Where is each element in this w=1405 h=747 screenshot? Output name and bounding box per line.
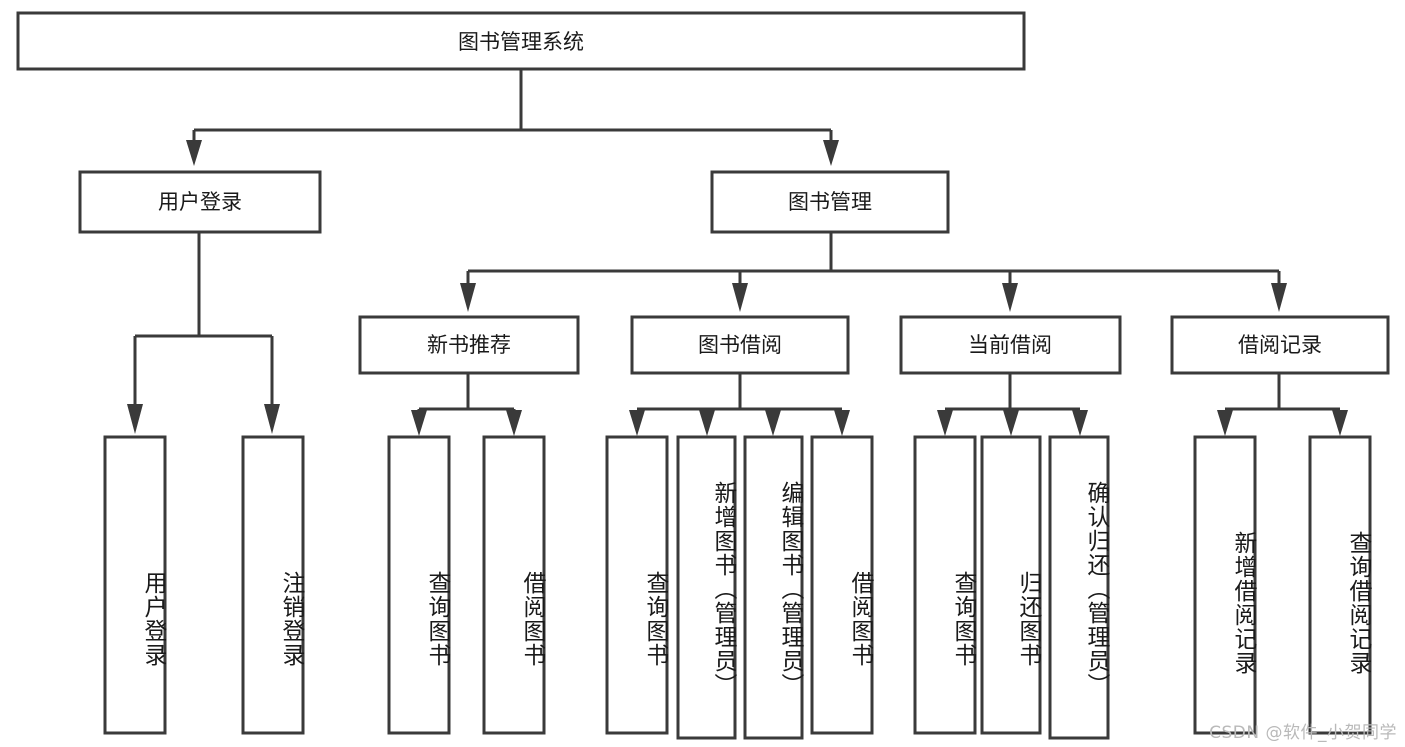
node-record[interactable]: 借阅记录 xyxy=(1170,315,1390,375)
arrowhead-leaf-11 xyxy=(1072,410,1088,436)
arrowhead-leaf-12 xyxy=(1217,410,1233,436)
edge-login-to-leaves xyxy=(127,232,280,434)
arrowhead-current xyxy=(1002,283,1018,312)
node-current-label: 当前借阅 xyxy=(968,333,1052,357)
node-leaf-12-rect[interactable] xyxy=(1193,435,1257,735)
arrowhead-leaf-1 xyxy=(127,404,143,434)
leaf-boxes xyxy=(103,435,1372,740)
arrowhead-newbook xyxy=(460,283,476,312)
node-leaf-8-rect[interactable] xyxy=(810,435,874,735)
node-newbook-label: 新书推荐 xyxy=(427,333,511,357)
node-bookmgmt-label: 图书管理 xyxy=(788,190,872,214)
csdn-watermark: CSDN @软件_小贺同学 xyxy=(1209,723,1397,743)
arrowhead-login xyxy=(186,140,202,166)
node-root-label: 图书管理系统 xyxy=(458,30,584,54)
node-record-label: 借阅记录 xyxy=(1238,333,1322,357)
edge-record-to-leaves xyxy=(1217,373,1348,436)
node-leaf-4-rect[interactable] xyxy=(482,435,546,735)
edge-bookmgmt-to-level3 xyxy=(460,232,1287,312)
arrowhead-record xyxy=(1271,283,1287,312)
node-leaf-6-rect[interactable] xyxy=(676,435,737,740)
arrowhead-leaf-4 xyxy=(506,410,522,436)
arrowhead-bookmgmt xyxy=(823,140,839,166)
arrowhead-leaf-13 xyxy=(1332,410,1348,436)
arrowhead-leaf-6 xyxy=(699,410,715,436)
node-record-rect[interactable] xyxy=(1170,315,1390,375)
node-login-rect[interactable] xyxy=(78,170,322,234)
node-leaf-1-rect[interactable] xyxy=(103,435,167,735)
node-borrow[interactable]: 图书借阅 xyxy=(630,315,850,375)
node-leaf-13-rect[interactable] xyxy=(1308,435,1372,735)
node-bookmgmt-rect[interactable] xyxy=(710,170,950,234)
edge-root-to-level2 xyxy=(186,69,839,166)
node-leaf-5-rect[interactable] xyxy=(605,435,669,735)
arrowhead-leaf-2 xyxy=(264,404,280,434)
edge-borrow-to-leaves xyxy=(629,373,850,436)
arrowhead-borrow xyxy=(732,283,748,312)
node-borrow-label: 图书借阅 xyxy=(698,333,782,357)
arrowhead-leaf-5 xyxy=(629,410,645,436)
edge-newbook-to-leaves xyxy=(411,373,522,436)
node-leaf-10-rect[interactable] xyxy=(980,435,1042,735)
node-root-rect[interactable] xyxy=(16,11,1026,71)
node-login-label: 用户登录 xyxy=(158,190,242,214)
node-newbook-rect[interactable] xyxy=(358,315,580,375)
node-leaf-11-rect[interactable] xyxy=(1048,435,1110,740)
arrowhead-leaf-8 xyxy=(834,410,850,436)
node-bookmgmt[interactable]: 图书管理 xyxy=(710,170,950,234)
node-borrow-rect[interactable] xyxy=(630,315,850,375)
arrowhead-leaf-9 xyxy=(937,410,953,436)
arrowhead-leaf-7 xyxy=(765,410,781,436)
node-current[interactable]: 当前借阅 xyxy=(899,315,1122,375)
node-root[interactable]: 图书管理系统 xyxy=(16,11,1026,71)
edge-current-to-leaves xyxy=(937,373,1088,436)
node-leaf-3-rect[interactable] xyxy=(387,435,451,735)
arrowhead-leaf-3 xyxy=(411,410,427,436)
node-newbook[interactable]: 新书推荐 xyxy=(358,315,580,375)
node-login[interactable]: 用户登录 xyxy=(78,170,322,234)
node-leaf-2-rect[interactable] xyxy=(241,435,305,735)
arrowhead-leaf-10 xyxy=(1003,410,1019,436)
node-leaf-9-rect[interactable] xyxy=(913,435,977,735)
node-current-rect[interactable] xyxy=(899,315,1122,375)
node-leaf-7-rect[interactable] xyxy=(743,435,804,740)
